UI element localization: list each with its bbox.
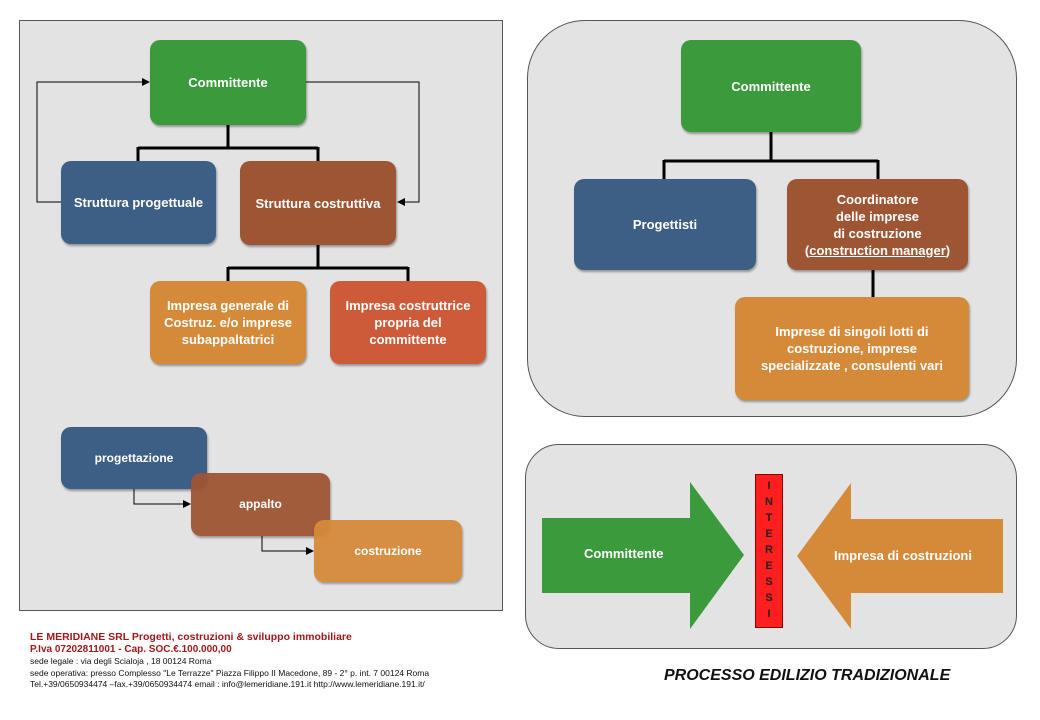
committente-arrow — [542, 482, 744, 629]
impresa-generale-label: Impresa generale di Costruz. e/o imprese… — [164, 298, 292, 347]
interessi-bar: I N T E R E S S I — [755, 474, 783, 628]
struttura-progettuale-box: Struttura progettuale — [61, 161, 216, 244]
imprese-singoli-label: Imprese di singoli lotti di costruzione,… — [760, 324, 944, 373]
phase-progettazione-label: progettazione — [94, 450, 174, 465]
left-feedback-arrows — [36, 78, 420, 206]
impresa-costruttrice-label: Impresa costruttrice propria del committ… — [345, 298, 471, 347]
company-name: LE MERIDIANE SRL Progetti, costruzioni &… — [30, 631, 352, 643]
interessi-letter: I — [767, 480, 771, 492]
committente-arrow-label: Committente — [584, 546, 664, 561]
coordinatore-line-1: Coordinatore — [836, 191, 919, 207]
left-committente-label: Committente — [188, 75, 268, 90]
company-operative-address: sede operativa: presso Complesso "Le Ter… — [30, 667, 430, 678]
impresa-costruttrice-box: Impresa costruttrice propria del committ… — [330, 281, 486, 364]
construction-manager-label: construction manager — [809, 242, 946, 258]
coordinatore-line-2: delle imprese — [835, 208, 920, 224]
coordinatore-line-3: di costruzione — [833, 225, 922, 241]
struttura-progettuale-label: Struttura progettuale — [73, 195, 204, 210]
phase-appalto-box: appalto — [191, 473, 330, 536]
right-committente-label: Committente — [731, 78, 811, 94]
phase-progettazione-box: progettazione — [61, 427, 207, 489]
impresa-arrow — [797, 483, 1003, 629]
right-tree-connector — [662, 132, 880, 297]
phase-costruzione-box: costruzione — [314, 520, 462, 582]
impresa-arrow-label: Impresa di costruzioni — [834, 548, 972, 563]
left-tree-connector — [136, 125, 410, 281]
imprese-singoli-box: Imprese di singoli lotti di costruzione,… — [735, 297, 969, 400]
interessi-letter: E — [765, 560, 773, 572]
progettisti-label: Progettisti — [632, 217, 698, 232]
impresa-generale-box: Impresa generale di Costruz. e/o imprese… — [150, 281, 306, 364]
coordinatore-box: Coordinatore delle imprese di costruzion… — [787, 179, 968, 270]
struttura-costruttiva-box: Struttura costruttiva — [240, 161, 396, 245]
interessi-letter: E — [765, 528, 773, 540]
company-legal-address: sede legale : via degli Scialoja , 18 00… — [30, 656, 212, 666]
construction-manager-line: (construction manager) — [804, 242, 951, 258]
company-contacts: Tel.+39/0650934474 –fax.+39/0650934474 e… — [30, 679, 425, 689]
company-vat: P.Iva 07202811001 - Cap. SOC.€.100.000,0… — [30, 644, 232, 655]
company-footer: LE MERIDIANE SRL Progetti, costruzioni &… — [30, 631, 429, 691]
phase-appalto-label: appalto — [239, 497, 282, 511]
interessi-letter: N — [765, 496, 773, 508]
right-committente-box: Committente — [681, 40, 861, 132]
interessi-letter: T — [765, 512, 773, 524]
phase-arrows — [133, 489, 314, 555]
struttura-costruttiva-label: Struttura costruttiva — [255, 195, 381, 211]
interessi-letter: S — [765, 576, 773, 588]
interessi-letter: I — [767, 608, 771, 620]
interessi-letter: S — [765, 592, 773, 604]
phase-costruzione-label: costruzione — [354, 543, 422, 558]
interessi-letter: R — [765, 544, 773, 556]
progettisti-box: Progettisti — [574, 179, 756, 270]
left-committente-box: Committente — [150, 40, 306, 125]
page-title: PROCESSO EDILIZIO TRADIZIONALE — [664, 667, 951, 684]
